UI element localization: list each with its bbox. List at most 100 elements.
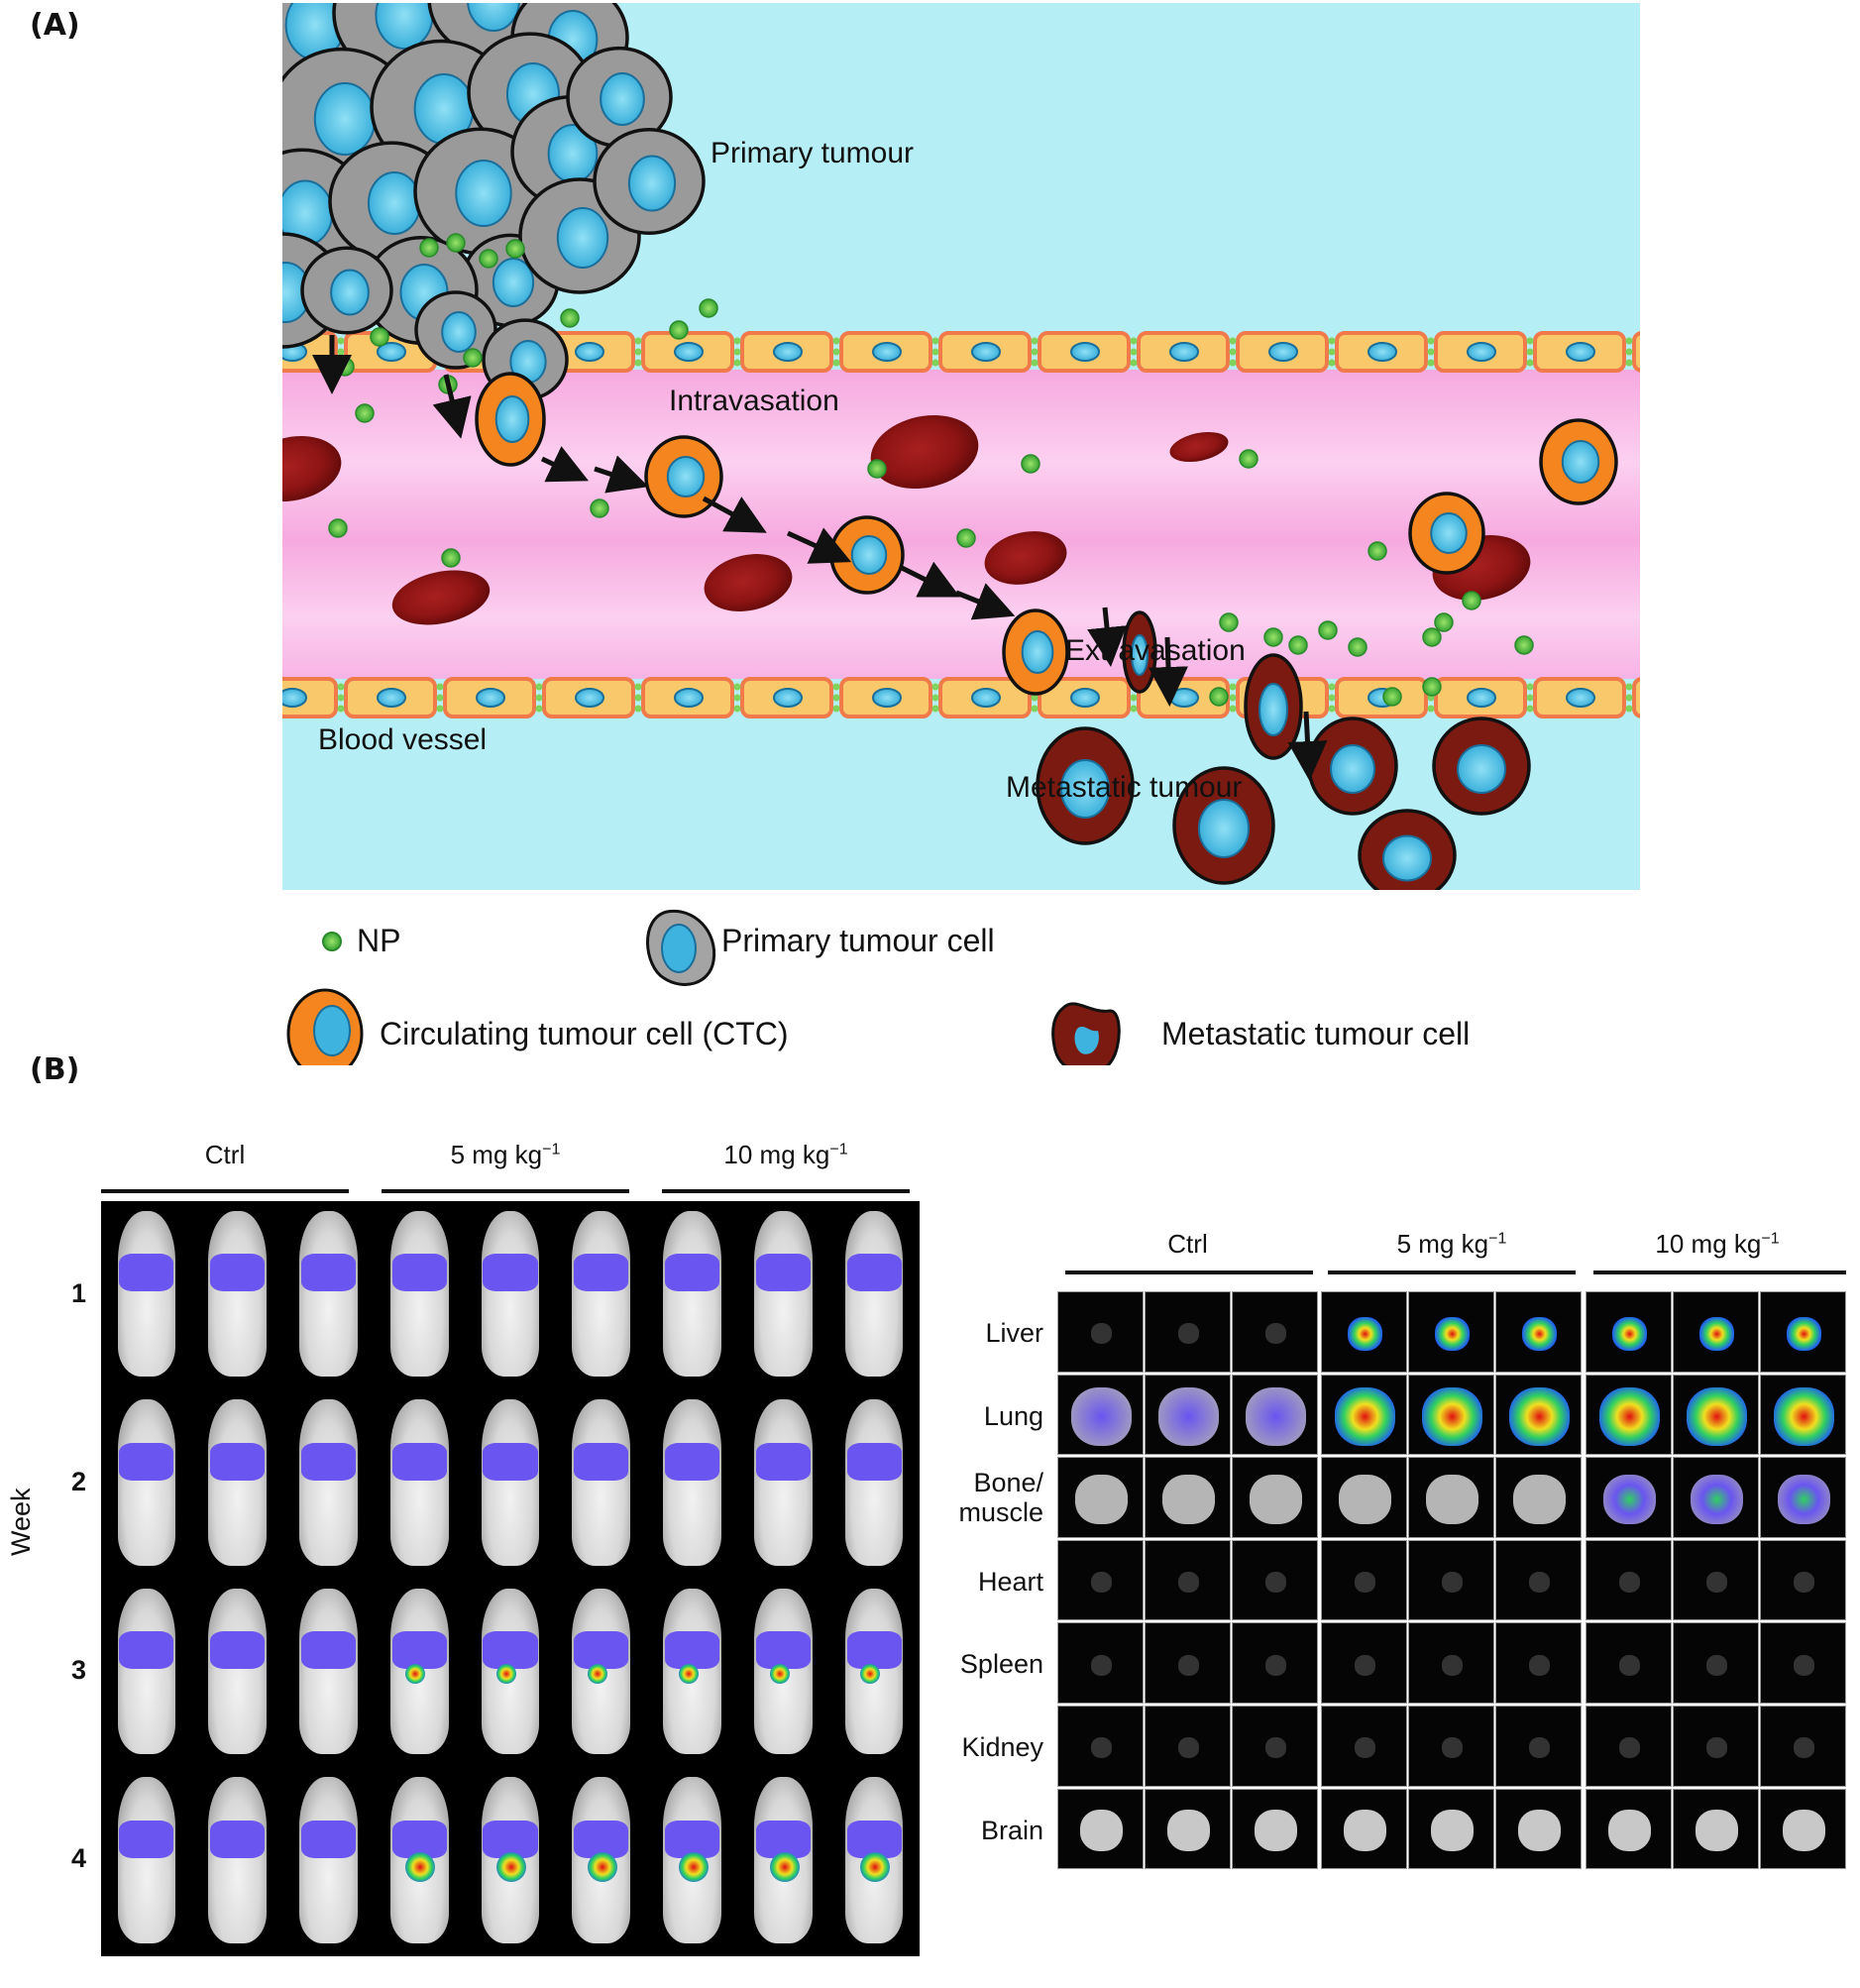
red-blood-cell bbox=[282, 436, 342, 501]
junction-dot bbox=[535, 694, 543, 702]
nanoparticle bbox=[1382, 687, 1402, 707]
bioluminescence-signal bbox=[300, 1442, 356, 1481]
mouse-image bbox=[737, 1768, 828, 1957]
week-label: 4 bbox=[71, 1843, 87, 1873]
tissue-signal bbox=[1264, 1572, 1287, 1594]
tissue-signal bbox=[1339, 1474, 1391, 1525]
tissue-signal bbox=[1177, 1323, 1200, 1345]
junction-dot bbox=[337, 705, 345, 713]
metastatic-cell bbox=[1432, 717, 1531, 816]
ctc-cell bbox=[829, 515, 905, 595]
mouse-image bbox=[101, 1201, 192, 1390]
bioluminescence-signal bbox=[483, 1254, 538, 1292]
junction-dot bbox=[1625, 705, 1633, 713]
mouse-image bbox=[283, 1579, 375, 1768]
organ-image bbox=[1145, 1457, 1231, 1538]
mouse-image bbox=[647, 1579, 738, 1768]
metastasis-hotspot bbox=[769, 1852, 800, 1883]
organ-image bbox=[1232, 1539, 1318, 1621]
primary-tumour-cluster bbox=[282, 3, 706, 401]
junction-dot bbox=[436, 694, 444, 702]
organ-image bbox=[1673, 1291, 1759, 1373]
endothelial-nucleus bbox=[1467, 342, 1496, 362]
bioluminescence-signal bbox=[846, 1631, 902, 1670]
organ-image bbox=[1408, 1374, 1494, 1456]
organ-image bbox=[1232, 1788, 1318, 1870]
organ-image bbox=[1145, 1374, 1231, 1456]
mouse-silhouette bbox=[844, 1399, 904, 1566]
tissue-signal bbox=[1774, 1387, 1834, 1446]
legend-np-label: NP bbox=[357, 923, 401, 958]
organ-image bbox=[1760, 1622, 1846, 1704]
organ-row-label: Brain bbox=[980, 1815, 1043, 1845]
nanoparticle bbox=[355, 403, 375, 423]
junction-dot bbox=[1229, 694, 1237, 702]
organ-image bbox=[1586, 1706, 1672, 1787]
tissue-signal bbox=[1422, 1387, 1482, 1446]
mouse-image bbox=[828, 1201, 920, 1390]
organ-image bbox=[1586, 1291, 1672, 1373]
endothelial-nucleus bbox=[674, 342, 704, 362]
group-name: 10 mg kg bbox=[723, 1140, 830, 1169]
junction-dot bbox=[1526, 348, 1534, 356]
tissue-signal bbox=[1264, 1654, 1287, 1676]
endothelial-nucleus bbox=[773, 688, 803, 708]
mouse-silhouette bbox=[753, 1399, 813, 1566]
nanoparticle bbox=[441, 548, 461, 568]
organ-image bbox=[1673, 1788, 1759, 1870]
mouse-silhouette bbox=[208, 1210, 268, 1378]
mouse-image bbox=[101, 1579, 192, 1768]
tissue-signal bbox=[1691, 1474, 1743, 1525]
mouse-image bbox=[374, 1579, 465, 1768]
junction-dot bbox=[931, 694, 939, 702]
metastatic-cell bbox=[1358, 809, 1457, 890]
tissue-signal bbox=[1528, 1737, 1551, 1759]
week-label: 1 bbox=[71, 1278, 87, 1308]
tissue-signal bbox=[1517, 1810, 1562, 1852]
unit-exponent: −1 bbox=[1761, 1230, 1780, 1248]
nanoparticle bbox=[1422, 627, 1442, 647]
organ-image bbox=[1408, 1457, 1494, 1538]
junction-dot bbox=[733, 359, 741, 367]
bioluminescence-signal bbox=[300, 1820, 356, 1858]
panel-b-label: (B) bbox=[30, 1052, 80, 1087]
junction-dot bbox=[1427, 337, 1435, 345]
group-underline bbox=[101, 1189, 349, 1193]
bioluminescence-signal bbox=[119, 1442, 174, 1481]
tissue-signal bbox=[1441, 1654, 1464, 1676]
mouse-silhouette bbox=[481, 1399, 540, 1566]
legend-icons bbox=[286, 909, 1121, 1065]
nanoparticle bbox=[590, 498, 609, 518]
bioluminescence-signal bbox=[483, 1631, 538, 1670]
nanoparticle bbox=[1422, 677, 1442, 697]
tissue-signal bbox=[1513, 1474, 1566, 1525]
junction-dot bbox=[337, 348, 345, 356]
organ-image bbox=[1495, 1457, 1582, 1538]
red-blood-cell bbox=[1169, 431, 1229, 463]
tissue-signal bbox=[1618, 1737, 1641, 1759]
junction-dot bbox=[832, 337, 840, 345]
tissue-signal bbox=[1090, 1737, 1113, 1759]
bioluminescence-signal bbox=[210, 1631, 266, 1670]
tissue-signal bbox=[1618, 1654, 1641, 1676]
bioluminescence-signal bbox=[755, 1820, 811, 1858]
junction-dot bbox=[1031, 337, 1039, 345]
metastasis-hotspot bbox=[405, 1663, 426, 1684]
endothelial-nucleus bbox=[1467, 688, 1496, 708]
tissue-signal bbox=[1509, 1387, 1570, 1446]
mouse-image bbox=[828, 1768, 920, 1957]
mouse-image bbox=[556, 1768, 647, 1957]
junction-dot bbox=[337, 694, 345, 702]
red-blood-cell bbox=[870, 414, 979, 490]
legend: NP Primary tumour cell Circulating tumou… bbox=[277, 897, 1566, 1065]
organ-image bbox=[1495, 1622, 1582, 1704]
group-underline bbox=[382, 1189, 629, 1193]
tissue-signal bbox=[1177, 1572, 1200, 1594]
bioluminescence-signal bbox=[483, 1820, 538, 1858]
label-extravasation: Extravasation bbox=[1065, 634, 1246, 667]
mouse-image bbox=[465, 1768, 556, 1957]
junction-dot bbox=[1229, 359, 1237, 367]
junction-dot bbox=[733, 337, 741, 345]
nanoparticle bbox=[1021, 454, 1040, 474]
legend-metastatic-label: Metastatic tumour cell bbox=[1161, 1016, 1471, 1051]
